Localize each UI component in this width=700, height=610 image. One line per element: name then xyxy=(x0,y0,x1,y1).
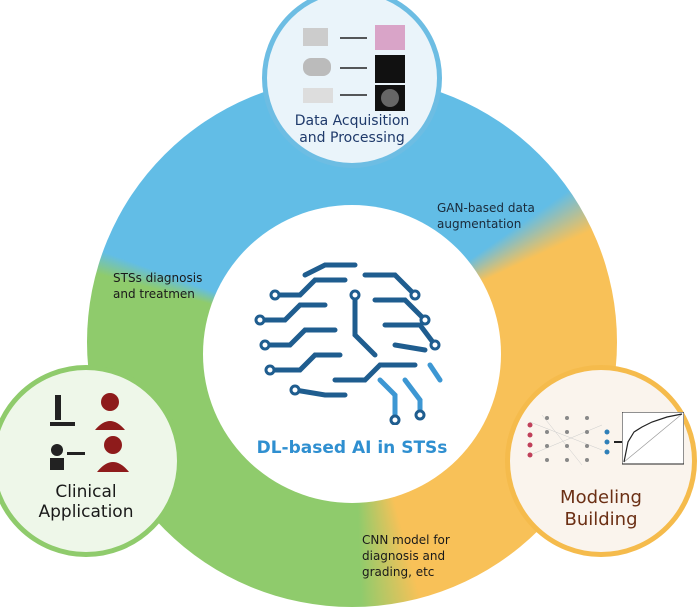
modeling-title-line1: Modeling xyxy=(560,487,642,508)
clinical-application-node: Clinical Application xyxy=(0,365,182,557)
clinical-title-line1: Clinical xyxy=(55,482,117,502)
data-title-line2: and Processing xyxy=(299,129,405,146)
sts-line2: and treatmen xyxy=(113,287,195,302)
gan-augmentation-label: GAN-based data augmentation xyxy=(437,200,535,232)
clinical-title-line2: Application xyxy=(38,502,134,523)
neural-network-icon xyxy=(527,414,622,466)
sts-diagnosis-label: STSs diagnosis and treatmen xyxy=(113,270,202,302)
center-circle xyxy=(203,205,501,503)
data-title-line1: Data Acquisition xyxy=(294,113,410,129)
gan-line2: augmentation xyxy=(437,217,522,232)
sts-line1: STSs diagnosis xyxy=(113,271,203,285)
imaging-modalities-icon xyxy=(303,25,405,111)
modeling-title-line2: Building xyxy=(564,508,638,530)
cnn-line3: grading, etc xyxy=(362,565,435,580)
circuit-brain-icon xyxy=(254,262,443,425)
roc-curve-icon xyxy=(622,412,684,465)
cnn-line2: diagnosis and xyxy=(362,549,446,564)
cnn-line1: CNN model for xyxy=(362,533,450,547)
data-acquisition-node: Data Acquisition and Processing xyxy=(262,0,442,168)
modeling-building-node: Modeling Building xyxy=(505,365,697,557)
cnn-model-label: CNN model for diagnosis and grading, etc xyxy=(362,532,450,581)
gan-line1: GAN-based data xyxy=(437,201,535,215)
clinicians-icon xyxy=(50,393,129,472)
center-label: DL-based AI in STSs xyxy=(256,438,448,458)
